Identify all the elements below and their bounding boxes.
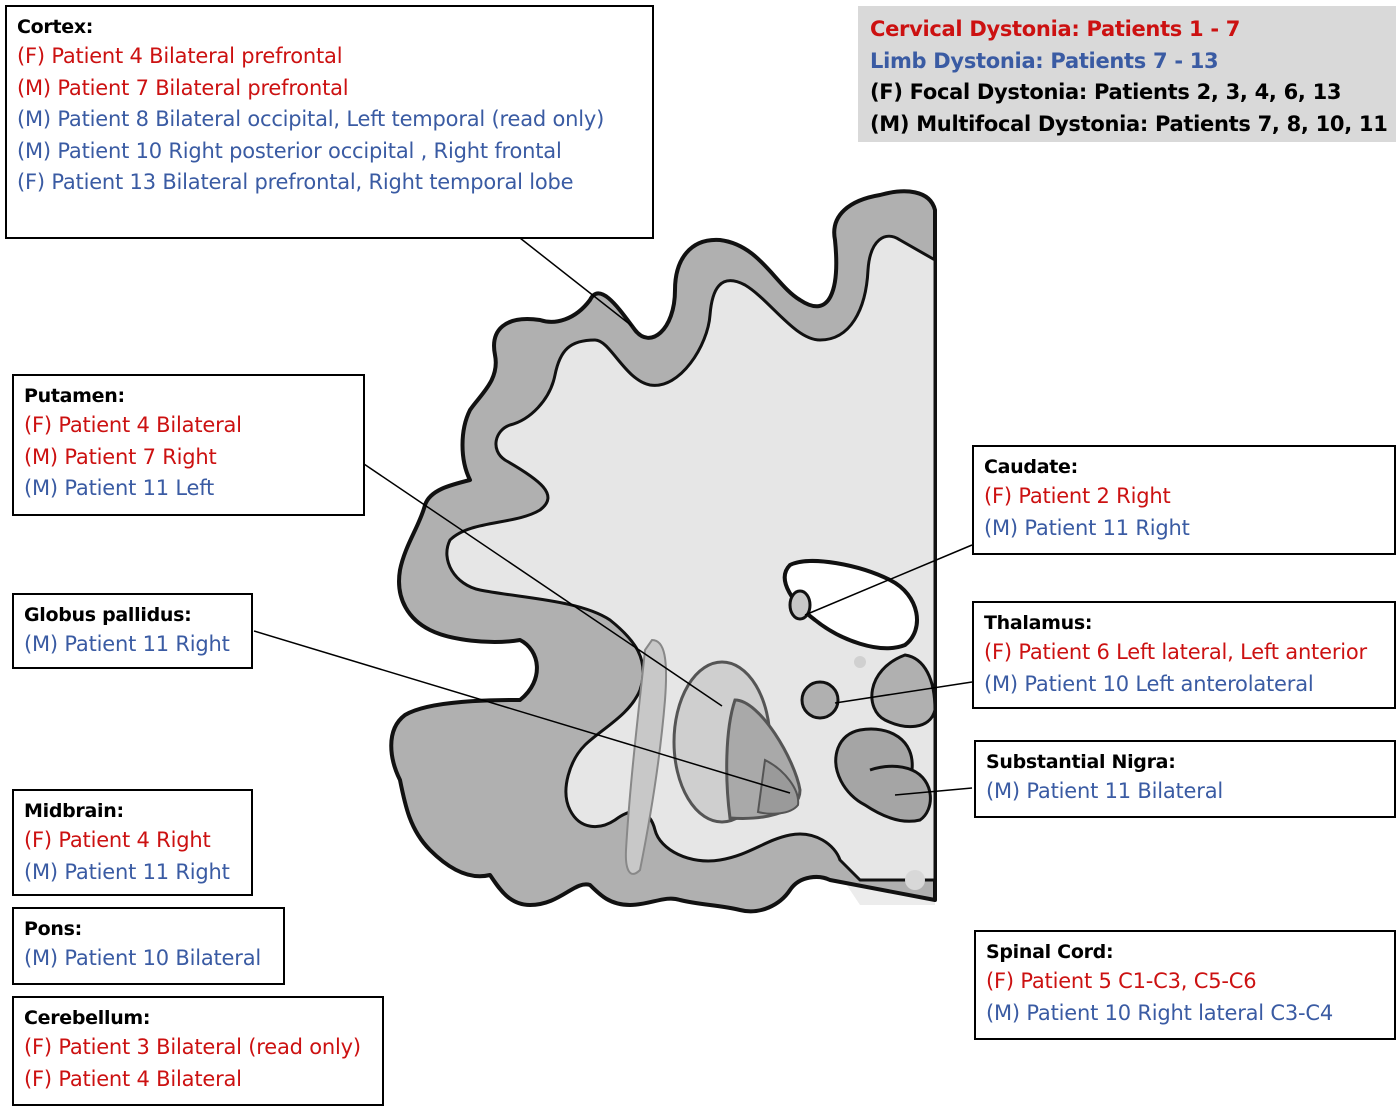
- cortex-entry: (M) Patient 7 Bilateral prefrontal: [17, 75, 349, 100]
- cerebellum-title: Cerebellum:: [24, 1007, 151, 1029]
- cerebellum-entry: (F) Patient 4 Bilateral: [24, 1066, 242, 1091]
- small-nucleus: [905, 870, 925, 890]
- cortex-title: Cortex:: [17, 16, 94, 38]
- putamen-entry: (M) Patient 11 Left: [24, 476, 215, 500]
- putamen-entry: (F) Patient 4 Bilateral: [24, 413, 242, 437]
- spinal-cord-entry: (M) Patient 10 Right lateral C3-C4: [986, 1000, 1334, 1025]
- small-nucleus: [854, 656, 866, 668]
- thalamus-title: Thalamus:: [984, 612, 1093, 634]
- globus-pallidus-title: Globus pallidus:: [24, 604, 192, 626]
- thalamus-entry: (M) Patient 10 Left anterolateral: [984, 671, 1314, 696]
- cerebellum-entry: (F) Patient 3 Bilateral (read only): [24, 1035, 361, 1059]
- legend-cervical: Cervical Dystonia: Patients 1 - 7: [870, 17, 1241, 41]
- cerebellum-box: Cerebellum: (F) Patient 3 Bilateral (rea…: [12, 996, 384, 1106]
- caudate-leader: [804, 544, 973, 616]
- caudate-shape: [788, 589, 812, 621]
- claustrum-shape: [624, 638, 668, 875]
- cortex-entry: (M) Patient 8 Bilateral occipital, Left …: [17, 107, 605, 131]
- midbrain-title: Midbrain:: [24, 800, 124, 822]
- thalamus-box: Thalamus: (F) Patient 6 Left lateral, Le…: [972, 601, 1396, 709]
- globus-pallidus-box: Globus pallidus: (M) Patient 11 Right: [12, 593, 253, 669]
- legend-focal: (F) Focal Dystonia: Patients 2, 3, 4, 6,…: [870, 80, 1342, 104]
- legend-limb: Limb Dystonia: Patients 7 - 13: [870, 48, 1219, 73]
- midbrain-entry: (F) Patient 4 Right: [24, 828, 211, 852]
- globus-pallidus-inner: [756, 758, 800, 815]
- spinal-cord-title: Spinal Cord:: [986, 941, 1114, 963]
- pons-entry: (M) Patient 10 Bilateral: [24, 946, 262, 970]
- globus-pallidus-entry: (M) Patient 11 Right: [24, 632, 230, 656]
- cortex-entry: (M) Patient 10 Right posterior occipital…: [17, 138, 562, 163]
- substantia-nigra-title: Substantial Nigra:: [986, 751, 1176, 773]
- midbrain-box: Midbrain: (F) Patient 4 Right (M) Patien…: [12, 789, 253, 896]
- midbrain-divider: [869, 764, 913, 772]
- putamen-entry: (M) Patient 7 Right: [24, 444, 217, 469]
- thalamus-shape-right: [870, 653, 937, 729]
- caudate-box: Caudate: (F) Patient 2 Right (M) Patient…: [972, 445, 1396, 555]
- globus-pallidus-leader: [253, 630, 791, 794]
- putamen-title: Putamen:: [24, 385, 125, 407]
- midbrain-entry: (M) Patient 11 Right: [24, 859, 230, 884]
- legend: Cervical Dystonia: Patients 1 - 7 Limb D…: [858, 6, 1396, 142]
- substantia-nigra-leader: [894, 787, 973, 796]
- substantia-nigra-entry: (M) Patient 11 Bilateral: [986, 779, 1224, 803]
- putamen-leader: [363, 463, 723, 707]
- caudate-title: Caudate:: [984, 456, 1078, 478]
- legend-multifocal: (M) Multifocal Dystonia: Patients 7, 8, …: [870, 111, 1388, 136]
- pons-title: Pons:: [24, 918, 82, 940]
- caudate-entry: (M) Patient 11 Right: [984, 515, 1190, 540]
- cortex-box: Cortex: (F) Patient 4 Bilateral prefront…: [5, 5, 654, 239]
- cortex-leader: [519, 237, 633, 327]
- leader-lines: [253, 237, 973, 796]
- thalamus-shape-left: [800, 680, 840, 720]
- caudate-entry: (F) Patient 2 Right: [984, 484, 1171, 508]
- spinal-cord-entry: (F) Patient 5 C1-C3, C5-C6: [986, 969, 1257, 993]
- cortex-entry: (F) Patient 13 Bilateral prefrontal, Rig…: [17, 170, 574, 194]
- cortex-entry: (F) Patient 4 Bilateral prefrontal: [17, 44, 343, 68]
- spinal-cord-box: Spinal Cord: (F) Patient 5 C1-C3, C5-C6 …: [974, 930, 1396, 1040]
- putamen-box: Putamen: (F) Patient 4 Bilateral (M) Pat…: [12, 374, 365, 516]
- substantia-nigra-box: Substantial Nigra: (M) Patient 11 Bilate…: [974, 740, 1396, 818]
- midbrain-shape: [834, 727, 932, 823]
- thalamus-leader: [834, 681, 973, 704]
- pons-box: Pons: (M) Patient 10 Bilateral: [12, 907, 285, 985]
- thalamus-entry: (F) Patient 6 Left lateral, Left anterio…: [984, 640, 1367, 664]
